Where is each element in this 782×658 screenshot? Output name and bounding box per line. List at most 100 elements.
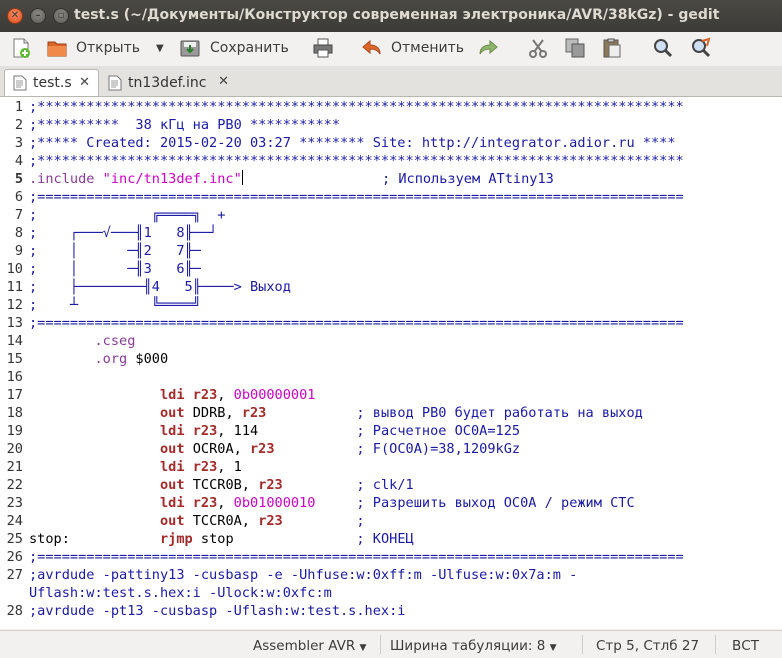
copy-button[interactable] <box>564 36 586 60</box>
folder-icon <box>46 37 68 59</box>
close-window-button[interactable]: ✕ <box>7 8 23 24</box>
tab-close-icon[interactable]: ✕ <box>218 74 229 89</box>
whitespace <box>185 423 193 439</box>
code-line: ldi r23, 0b01000010 ; Разрешить выход OC… <box>29 494 635 512</box>
comment-text: Uflash:w:test.s.hex:i -Ulock:w:0xfc:m <box>29 585 332 601</box>
undo-label: Отменить <box>391 40 465 56</box>
mnemonic: out <box>159 441 185 457</box>
comment-text: ; <box>356 513 365 529</box>
code-line: stop: rjmp stop ; КОНЕЦ <box>29 530 414 548</box>
paste-button[interactable] <box>601 36 623 60</box>
register: r23 <box>258 513 283 529</box>
maximize-window-button[interactable]: ▫ <box>53 8 69 24</box>
operand: , <box>217 387 234 403</box>
toolbar: Открыть ▼ Сохранить Отменить <box>0 32 782 64</box>
search-button[interactable] <box>652 36 674 60</box>
number-literal: 0b00000001 <box>233 387 316 403</box>
line-number: 9 <box>14 243 23 259</box>
whitespace <box>29 513 160 529</box>
register: r23 <box>192 459 218 475</box>
save-icon <box>179 37 201 59</box>
cut-button[interactable] <box>527 36 549 60</box>
document-tabs: test.s ✕ tn13def.inc ✕ <box>0 66 782 97</box>
code-line: ;***** Created: 2015-02-20 03:27 *******… <box>29 134 676 152</box>
register: r23 <box>192 423 218 439</box>
insert-mode: ВСТ <box>732 638 759 654</box>
code-line: ;=======================================… <box>29 188 684 206</box>
code-line: .include "inc/tn13def.inc" ; Используем … <box>29 170 554 188</box>
mnemonic: out <box>159 513 185 529</box>
code-line: ;avrdude -pt13 -cusbasp -Uflash:w:test.s… <box>29 602 405 620</box>
minimize-icon: – <box>35 10 41 21</box>
new-document-button[interactable] <box>10 36 32 60</box>
whitespace <box>29 333 94 349</box>
language-selector[interactable]: Assembler AVR ▼ <box>253 638 366 654</box>
whitespace <box>283 513 357 529</box>
mnemonic: ldi <box>159 495 185 511</box>
code-line: ldi r23, 114 ; Расчетное OC0A=125 <box>29 422 520 440</box>
minimize-window-button[interactable]: – <box>30 8 46 24</box>
directive: .include <box>29 171 95 187</box>
line-number: 21 <box>6 459 23 475</box>
line-number: 1 <box>14 99 23 115</box>
whitespace <box>29 495 160 511</box>
close-icon: ✕ <box>10 10 20 21</box>
comment-text: ; ╔════╗ + <box>29 207 226 223</box>
paste-icon <box>601 37 623 59</box>
line-number: 28 <box>6 603 23 619</box>
comment-text: ; clk/1 <box>356 477 414 493</box>
whitespace <box>243 171 382 187</box>
open-recent-dropdown-icon[interactable]: ▼ <box>155 42 164 54</box>
directive: .org <box>94 351 128 367</box>
whitespace <box>185 387 193 403</box>
tab-tn13def-inc[interactable]: tn13def.inc ✕ <box>100 69 237 96</box>
comment-text: ; Используем ATtiny13 <box>381 171 554 187</box>
comment-text: ;=======================================… <box>29 549 684 565</box>
operand: , 114 <box>217 423 259 439</box>
status-bar: Assembler AVR ▼ Ширина табуляции: 8 ▼ Ст… <box>0 630 782 658</box>
copy-icon <box>564 37 586 59</box>
tab-test-s[interactable]: test.s ✕ <box>4 69 99 96</box>
divider <box>715 635 716 654</box>
code-line: ; ┌───√───╢1 8╟──┘ <box>29 224 217 242</box>
whitespace <box>185 459 193 475</box>
line-number: 2 <box>14 117 23 133</box>
cursor-position: Стр 5, Стлб 27 <box>596 638 700 654</box>
code-line: ; ├────────╢4 5╟────> Выход <box>29 278 291 296</box>
operand: TCCR0A, <box>192 513 259 529</box>
whitespace <box>29 351 94 367</box>
operand: stop <box>200 531 234 547</box>
chevron-down-icon: ▼ <box>359 643 367 653</box>
whitespace <box>29 387 160 403</box>
whitespace <box>315 495 356 511</box>
line-number: 4 <box>14 153 23 169</box>
label: stop: <box>29 531 160 547</box>
line-number: 24 <box>6 513 23 529</box>
comment-text: ; F(OC0A)=38,1209kGz <box>356 441 521 457</box>
open-button[interactable]: Открыть ▼ <box>46 36 164 60</box>
code-line: ;***************************************… <box>29 98 684 116</box>
chevron-down-icon: ▼ <box>549 643 557 653</box>
line-number: 26 <box>6 549 23 565</box>
search-replace-button[interactable] <box>690 36 712 60</box>
whitespace <box>185 513 193 529</box>
code-line: ;***************************************… <box>29 152 684 170</box>
code-line: ;=======================================… <box>29 314 684 332</box>
comment-text: ;***** Created: 2015-02-20 03:27 *******… <box>29 135 676 151</box>
text-cursor <box>241 170 243 185</box>
undo-button[interactable]: Отменить <box>361 36 464 60</box>
comment-text: ; Разрешить выход OC0A / режим CTC <box>356 495 635 511</box>
print-button[interactable] <box>312 36 334 60</box>
code-line: ldi r23, 0b00000001 <box>29 386 316 404</box>
tab-width-selector[interactable]: Ширина табуляции: 8 ▼ <box>390 638 557 654</box>
redo-button[interactable] <box>477 36 499 60</box>
tab-close-icon[interactable]: ✕ <box>79 75 90 90</box>
text-file-icon <box>13 75 27 91</box>
register: r23 <box>258 477 283 493</box>
whitespace <box>29 423 160 439</box>
whitespace <box>94 171 102 187</box>
save-button[interactable]: Сохранить <box>179 36 289 60</box>
mnemonic: out <box>159 405 185 421</box>
divider <box>582 635 583 654</box>
